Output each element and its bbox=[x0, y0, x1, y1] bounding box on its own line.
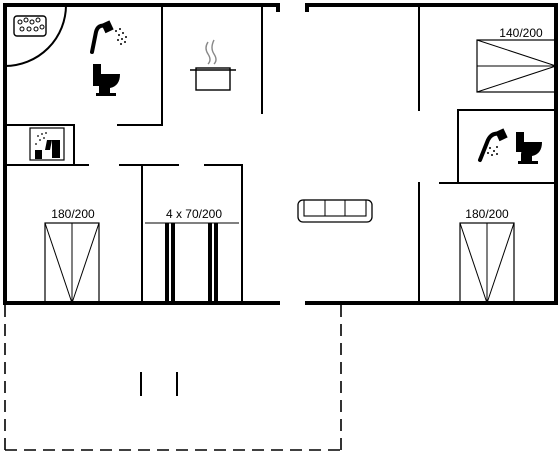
bunks-label: 4 x 70/200 bbox=[166, 207, 222, 221]
sofa-icon bbox=[297, 199, 373, 223]
shower-icon bbox=[478, 128, 508, 162]
shower-icon bbox=[90, 20, 127, 54]
cooking-pot-icon bbox=[190, 39, 236, 91]
bunk-beds: 4 x 70/200 bbox=[145, 207, 239, 303]
jacuzzi-icon bbox=[3, 3, 68, 68]
bed-top-right: 140/200 bbox=[476, 26, 557, 93]
toilet-icon bbox=[516, 132, 542, 164]
bed-right-label: 180/200 bbox=[465, 207, 509, 221]
terrace-outline bbox=[4, 305, 342, 451]
sauna-icon bbox=[29, 127, 65, 161]
bed-left: 180/200 bbox=[44, 207, 100, 304]
bed-left-label: 180/200 bbox=[51, 207, 95, 221]
bed-right: 180/200 bbox=[459, 207, 515, 304]
interior-walls bbox=[4, 4, 557, 304]
outer-walls bbox=[3, 3, 558, 305]
toilet-icon bbox=[93, 64, 120, 96]
bed-top-right-label: 140/200 bbox=[499, 26, 543, 40]
